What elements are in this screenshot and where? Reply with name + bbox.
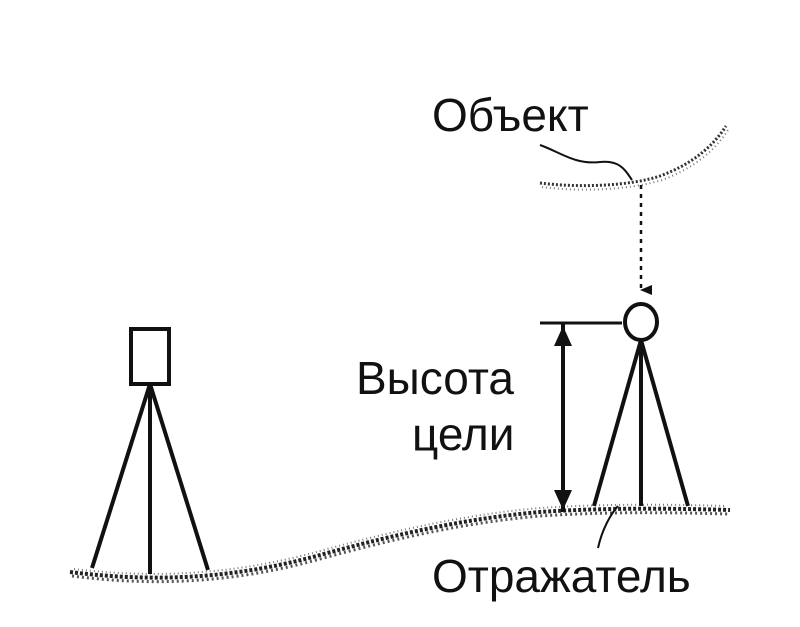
reflector-leader-line	[597, 505, 619, 549]
object-leader-line	[539, 144, 633, 181]
instrument-body	[129, 327, 171, 386]
ground-line	[69, 503, 731, 584]
object-label: Объект	[432, 89, 589, 141]
reflector-tripod	[592, 302, 690, 507]
object-surface	[539, 125, 729, 191]
target-height-label-line2: цели	[412, 408, 514, 460]
instrument-tripod	[90, 327, 210, 574]
reflector-prism	[623, 302, 659, 342]
reflector-label: Отражатель	[432, 550, 691, 602]
target-height-label-line1: Высота	[356, 352, 514, 404]
target-height-indicator	[540, 321, 622, 512]
